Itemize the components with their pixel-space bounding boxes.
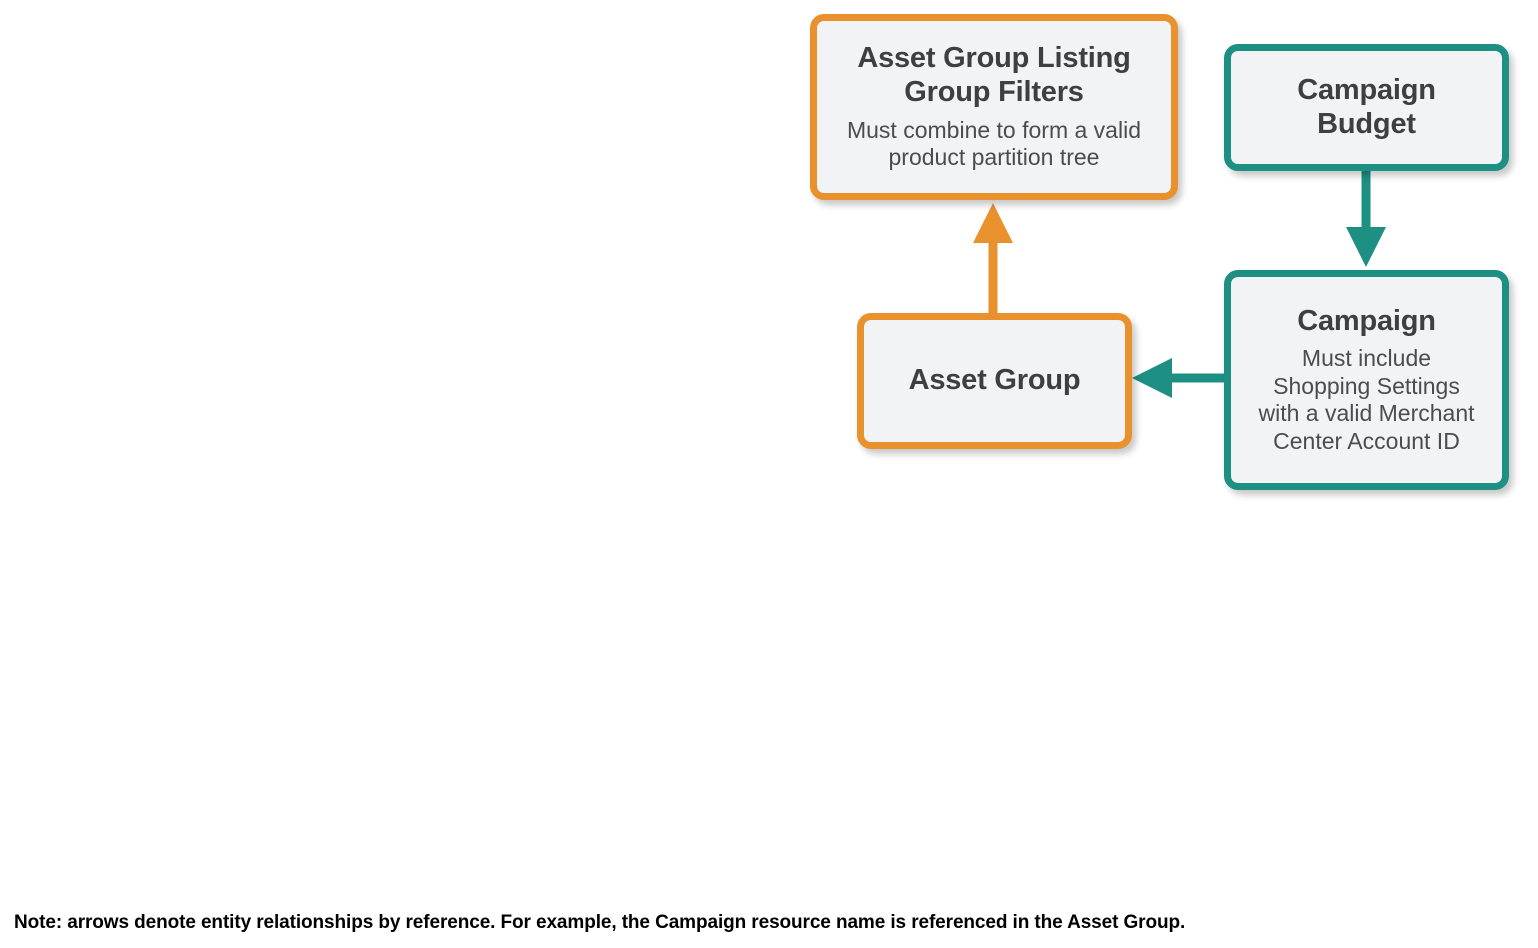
node-asset-group[interactable]: Asset Group <box>857 313 1132 449</box>
arrowhead-down-teal <box>1346 227 1386 267</box>
node-title: Asset Group <box>908 364 1081 397</box>
node-asset-group-listing-group-filters[interactable]: Asset Group Listing Group Filters Must c… <box>810 14 1178 200</box>
edge-campaign-to-asset-group <box>1132 358 1226 398</box>
edge-campaign-budget-to-campaign <box>1346 170 1386 267</box>
node-title: Campaign <box>1297 304 1436 337</box>
diagram-footnote: Note: arrows denote entity relationships… <box>14 912 1186 933</box>
node-campaign[interactable]: Campaign Must include Shopping Settings … <box>1224 270 1509 490</box>
arrowhead-left-teal <box>1132 358 1172 398</box>
node-campaign-budget[interactable]: Campaign Budget <box>1224 44 1509 171</box>
node-title: Asset Group Listing Group Filters <box>857 42 1131 108</box>
node-title: Campaign Budget <box>1297 73 1436 140</box>
node-subtitle: Must include Shopping Settings with a va… <box>1258 345 1475 454</box>
edge-asset-group-to-listing-group-filters <box>973 203 1013 315</box>
arrowhead-up-orange <box>973 203 1013 243</box>
node-subtitle: Must combine to form a valid product par… <box>846 116 1141 171</box>
